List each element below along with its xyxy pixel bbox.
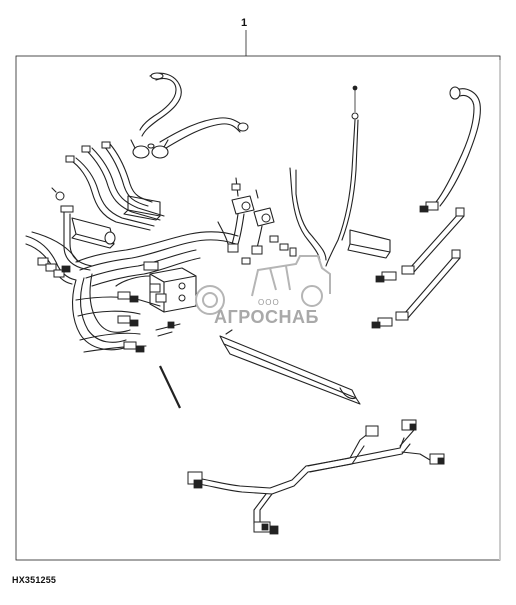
manifold-block [143, 261, 197, 337]
bracket-right [347, 229, 391, 259]
bent-tube-upper [139, 72, 182, 137]
rod-right-upper [325, 85, 359, 267]
hose-clamp-left [130, 139, 150, 159]
callout-number: 1 [241, 17, 248, 29]
figure-id: HX351255 [12, 575, 57, 585]
watermark-company-prefix: ООО [258, 298, 280, 307]
angle-bracket [219, 329, 361, 405]
small-fitting [147, 143, 155, 149]
wiring-harness [187, 419, 445, 535]
hose-right-middle [375, 207, 465, 283]
elbow-fitting [51, 187, 65, 201]
valve-body [71, 217, 116, 249]
hose-right-lower [371, 249, 461, 329]
rod [159, 365, 181, 409]
hose-right-long [419, 86, 481, 213]
tube-bundle-main [71, 231, 239, 353]
fittings-bottom-left [117, 291, 145, 353]
watermark-logo [195, 255, 331, 315]
fitting-stack-left [37, 257, 71, 278]
hose-clamp-right [151, 139, 169, 159]
bracket-upper-left [123, 195, 161, 221]
watermark-company-name: АГРОСНАБ [214, 307, 319, 327]
tube-bundle-upper [65, 141, 165, 231]
bent-tube-lower [159, 117, 249, 149]
center-fitting-group [217, 177, 297, 265]
